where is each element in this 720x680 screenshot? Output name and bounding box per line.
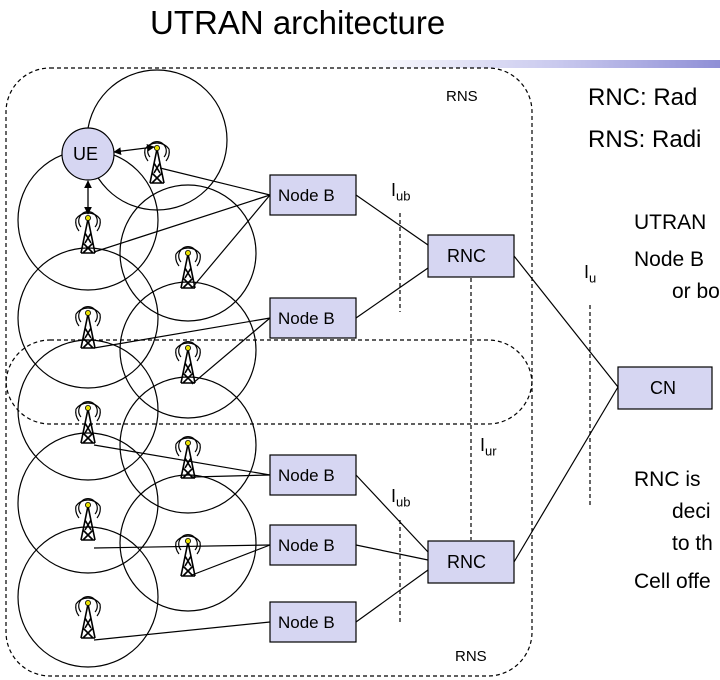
cell-circles [17,69,257,668]
interface-lines [399,213,591,625]
tower-nodeb-links [93,167,271,641]
ue-label: UE [73,144,99,164]
nodeb-label: Node B [278,186,335,205]
nodeb-boxes [269,174,357,643]
rns-label-top: RNS [446,88,478,105]
tower-icon [74,497,102,541]
cn-box [617,366,713,410]
cn-label: CN [650,378,676,398]
rns-definition-text: RNS: Radi [588,126,702,153]
nodeb-label: Node B [278,613,335,632]
utran-text: UTRAN [634,211,707,234]
nodeb-box [269,297,357,339]
cell [17,526,159,668]
tower-icon [174,435,202,479]
nodeb-text-line1: Node B [634,248,705,271]
rns-label-bottom: RNS [455,648,487,665]
cell [17,432,159,574]
cell [119,184,257,322]
iub-label-top: Iub [391,180,411,204]
nodeb-box [269,601,357,643]
rnc-label-top: RNC [447,246,486,266]
deci-text: deci [672,500,711,523]
tower-icon [74,595,102,639]
base-station-towers [74,140,202,639]
iu-label: Iu [584,262,597,286]
rnc-box-top [427,234,515,278]
cell [119,474,257,612]
title-underline [360,60,720,68]
nodeb-box [269,174,357,216]
nodeb-label: Node B [278,309,335,328]
tower-icon [74,305,102,349]
nodeb-box [269,524,357,566]
cell-offer-text: Cell offe [634,570,711,593]
rns-top-boundary [5,67,533,425]
core-links [355,194,619,623]
tower-icon [74,210,102,254]
rnc-definition-text: RNC: Rad [588,84,698,111]
to-th-text: to th [672,532,713,555]
rnc-box-bottom [427,540,515,584]
page-title: UTRAN architecture [150,4,446,41]
tower-icon [174,533,202,577]
tower-icon [74,400,102,444]
rns-bottom-boundary [5,339,533,677]
nodeb-text-line2: or bo [672,280,720,303]
cell [17,339,159,481]
rnc-is-text: RNC is [634,468,701,491]
rnc-label-bottom: RNC [447,552,486,572]
iub-label-bottom: Iub [391,486,411,510]
nodeb-box [269,454,357,496]
ue-link-horizontal [113,144,155,155]
iur-label: Iur [480,435,497,459]
cell [17,247,159,389]
nodeb-label: Node B [278,466,335,485]
nodeb-label: Node B [278,536,335,555]
